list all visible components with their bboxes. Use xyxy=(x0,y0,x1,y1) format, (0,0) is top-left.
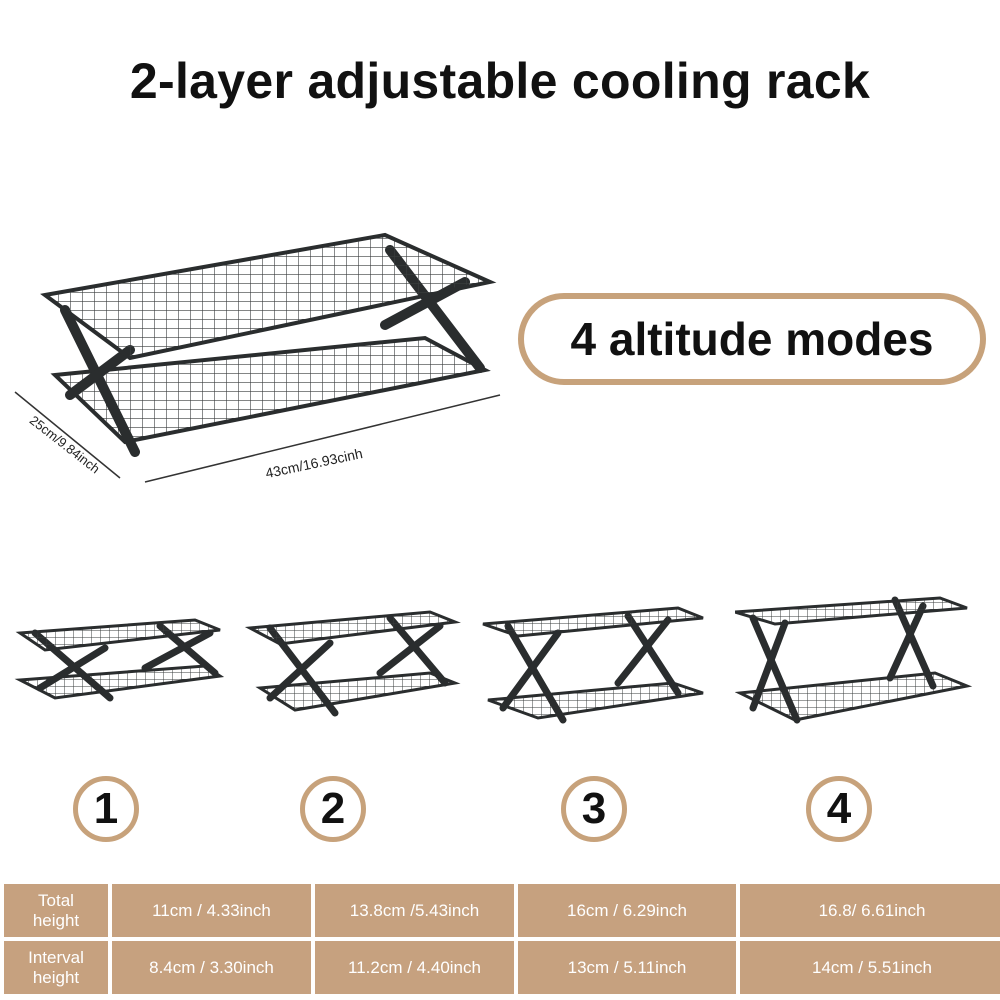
row-header-line: height xyxy=(32,967,80,987)
row-header-total-height: Total height xyxy=(4,884,108,937)
table-cell: 8.4cm / 3.30inch xyxy=(112,941,311,994)
mode-2-rack-image xyxy=(244,610,461,717)
mode-number-1: 1 xyxy=(73,776,139,842)
row-header-line: Interval xyxy=(28,947,84,967)
altitude-modes-badge: 4 altitude modes xyxy=(518,293,986,385)
mode-3-rack-image xyxy=(482,606,704,724)
width-label: 43cm/16.93cinh xyxy=(264,445,364,481)
table-row: Interval height 8.4cm / 3.30inch 11.2cm … xyxy=(4,941,1000,994)
table-cell: 16cm / 6.29inch xyxy=(518,884,736,937)
mode-4-rack-image xyxy=(735,596,973,724)
mode-number-3: 3 xyxy=(561,776,627,842)
mode-number-2: 2 xyxy=(300,776,366,842)
table-cell: 13cm / 5.11inch xyxy=(518,941,736,994)
cooling-rack-illustration: 25cm/9.84inch 43cm/16.93cinh xyxy=(14,232,501,483)
row-header-line: Total xyxy=(38,890,74,910)
page-title: 2-layer adjustable cooling rack xyxy=(129,53,871,109)
row-header-interval-height: Interval height xyxy=(4,941,108,994)
table-cell: 14cm / 5.51inch xyxy=(740,941,1000,994)
depth-label: 25cm/9.84inch xyxy=(27,413,103,477)
row-header-line: height xyxy=(32,910,80,930)
height-spec-table: Total height 11cm / 4.33inch 13.8cm /5.4… xyxy=(0,880,1000,998)
table-cell: 13.8cm /5.43inch xyxy=(315,884,514,937)
mode-1-rack-image xyxy=(14,618,225,702)
table-row: Total height 11cm / 4.33inch 13.8cm /5.4… xyxy=(4,884,1000,937)
table-cell: 11cm / 4.33inch xyxy=(112,884,311,937)
table-cell: 11.2cm / 4.40inch xyxy=(315,941,514,994)
mode-number-4: 4 xyxy=(806,776,872,842)
table-cell: 16.8/ 6.61inch xyxy=(740,884,1000,937)
